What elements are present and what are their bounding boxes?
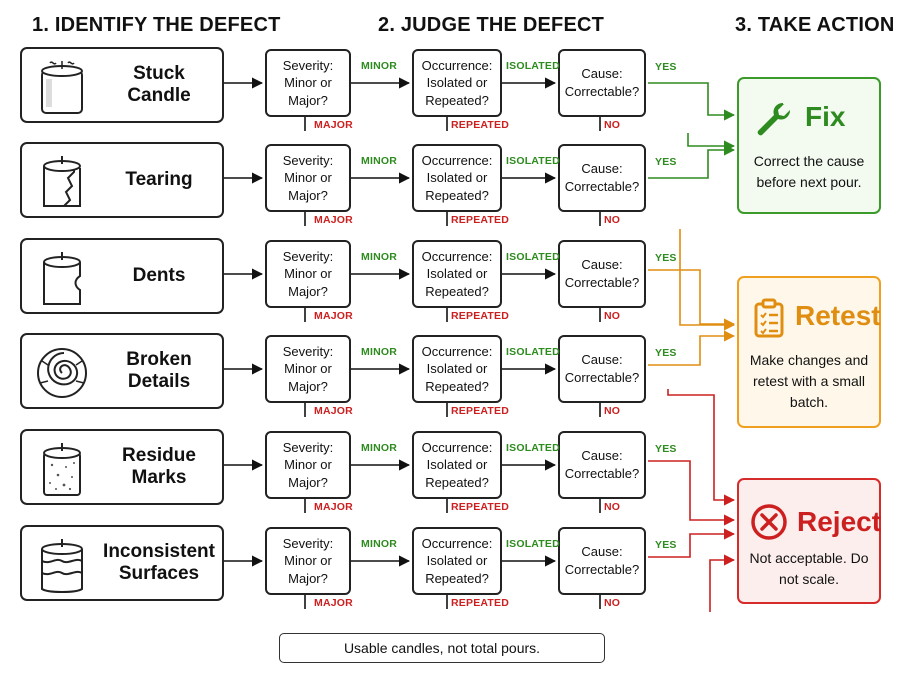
- no-label: NO: [604, 214, 621, 226]
- yes-to-fix-arrow: [648, 144, 736, 179]
- defect-name: Residue Marks: [122, 445, 196, 488]
- repeated-label: REPEATED: [451, 501, 509, 513]
- severity-question: Severity: Minor or Major?: [265, 431, 351, 499]
- cause-question: Cause: Correctable?: [558, 49, 646, 117]
- minor-label: MINOR: [361, 538, 397, 550]
- defect-name: Dents: [132, 265, 186, 287]
- repeated-label: REPEATED: [451, 119, 509, 131]
- header-action: 3. TAKE ACTION: [735, 14, 895, 36]
- major-label: MAJOR: [314, 597, 353, 609]
- defect-name: Tearing: [125, 169, 193, 191]
- occurrence-question: Occurrence: Isolated or Repeated?: [412, 431, 502, 499]
- minor-label: MINOR: [361, 155, 397, 167]
- yes-label: YES: [655, 156, 677, 168]
- no-label: NO: [604, 310, 621, 322]
- wrench-icon: [757, 102, 791, 136]
- yes-label: YES: [655, 252, 677, 264]
- minor-label: MINOR: [361, 60, 397, 72]
- footer-note: Usable candles, not total pours.: [279, 633, 605, 663]
- occurrence-question: Occurrence: Isolated or Repeated?: [412, 144, 502, 212]
- isolated-label: ISOLATED: [506, 155, 560, 167]
- minor-label: MINOR: [361, 251, 397, 263]
- torn-candle-icon: [43, 156, 81, 207]
- occurrence-question: Occurrence: Isolated or Repeated?: [412, 240, 502, 308]
- action-retest-description: Make changes and retest with a small bat…: [749, 352, 869, 410]
- major-label: MAJOR: [314, 405, 353, 417]
- repeated-label: REPEATED: [451, 214, 509, 226]
- major-label: MAJOR: [314, 501, 353, 513]
- repeated-label: REPEATED: [451, 310, 509, 322]
- defect-card: Tearing: [20, 142, 224, 218]
- action-fix-description: Correct the cause before next pour.: [753, 153, 865, 190]
- action-fix-title: Fix: [805, 101, 846, 132]
- feed-to-reject-arrow: [667, 389, 736, 506]
- isolated-label: ISOLATED: [506, 60, 560, 72]
- occurrence-question: Occurrence: Isolated or Repeated?: [412, 49, 502, 117]
- feed-to-retest-arrow: [679, 229, 736, 331]
- layered-candle-icon: [41, 539, 83, 593]
- severity-question: Severity: Minor or Major?: [265, 49, 351, 117]
- yes-to-fix-arrow: [648, 82, 736, 121]
- occurrence-question: Occurrence: Isolated or Repeated?: [412, 527, 502, 595]
- minor-label: MINOR: [361, 442, 397, 454]
- defect-card: Dents: [20, 238, 224, 314]
- defect-name: Broken Details: [126, 349, 192, 392]
- defect-card: Stuck Candle: [20, 47, 224, 123]
- cause-question: Cause: Correctable?: [558, 240, 646, 308]
- major-label: MAJOR: [314, 119, 353, 131]
- repeated-label: REPEATED: [451, 597, 509, 609]
- cause-question: Cause: Correctable?: [558, 527, 646, 595]
- severity-question: Severity: Minor or Major?: [265, 240, 351, 308]
- feed-to-fix-arrow: [687, 133, 736, 152]
- stuck-candle-icon: [41, 61, 83, 114]
- action-fix: Fix Correct the cause before next pour.: [737, 77, 881, 214]
- severity-question: Severity: Minor or Major?: [265, 335, 351, 403]
- yes-label: YES: [655, 61, 677, 73]
- yes-to-reject-arrow: [648, 460, 736, 526]
- speckled-candle-icon: [43, 443, 81, 496]
- no-label: NO: [604, 597, 621, 609]
- no-label: NO: [604, 119, 621, 131]
- yes-label: YES: [655, 443, 677, 455]
- no-label: NO: [604, 501, 621, 513]
- yes-to-retest-arrow: [648, 330, 736, 366]
- repeated-label: REPEATED: [451, 405, 509, 417]
- action-reject: Reject Not acceptable. Do not scale.: [737, 478, 881, 604]
- defect-card: Broken Details: [20, 333, 224, 409]
- yes-label: YES: [655, 347, 677, 359]
- defect-name: Stuck Candle: [127, 63, 191, 106]
- yes-label: YES: [655, 539, 677, 551]
- action-reject-title: Reject: [797, 506, 882, 537]
- bottom-feed-to-reject-arrow: [709, 554, 736, 612]
- isolated-label: ISOLATED: [506, 442, 560, 454]
- x-circle-icon: [751, 504, 787, 540]
- header-identify: 1. IDENTIFY THE DEFECT: [32, 14, 281, 36]
- defect-card: Residue Marks: [20, 429, 224, 505]
- defect-card: Inconsistent Surfaces: [20, 525, 224, 601]
- yes-to-retest-arrow: [648, 269, 736, 330]
- yes-to-reject-arrow: [648, 528, 736, 558]
- cause-question: Cause: Correctable?: [558, 335, 646, 403]
- header-judge: 2. JUDGE THE DEFECT: [378, 14, 605, 36]
- no-label: NO: [604, 405, 621, 417]
- isolated-label: ISOLATED: [506, 346, 560, 358]
- cause-question: Cause: Correctable?: [558, 431, 646, 499]
- major-label: MAJOR: [314, 310, 353, 322]
- occurrence-question: Occurrence: Isolated or Repeated?: [412, 335, 502, 403]
- dented-candle-icon: [43, 252, 81, 305]
- isolated-label: ISOLATED: [506, 251, 560, 263]
- action-reject-description: Not acceptable. Do not scale.: [749, 550, 869, 587]
- minor-label: MINOR: [361, 346, 397, 358]
- major-label: MAJOR: [314, 214, 353, 226]
- isolated-label: ISOLATED: [506, 538, 560, 550]
- action-retest: Retest Make changes and retest with a sm…: [737, 276, 881, 428]
- defect-name: Inconsistent Surfaces: [103, 541, 215, 584]
- action-retest-title: Retest: [795, 300, 881, 331]
- severity-question: Severity: Minor or Major?: [265, 144, 351, 212]
- cause-question: Cause: Correctable?: [558, 144, 646, 212]
- severity-question: Severity: Minor or Major?: [265, 527, 351, 595]
- clipboard-checklist-icon: [754, 298, 784, 338]
- rose-candle-icon: [37, 348, 87, 398]
